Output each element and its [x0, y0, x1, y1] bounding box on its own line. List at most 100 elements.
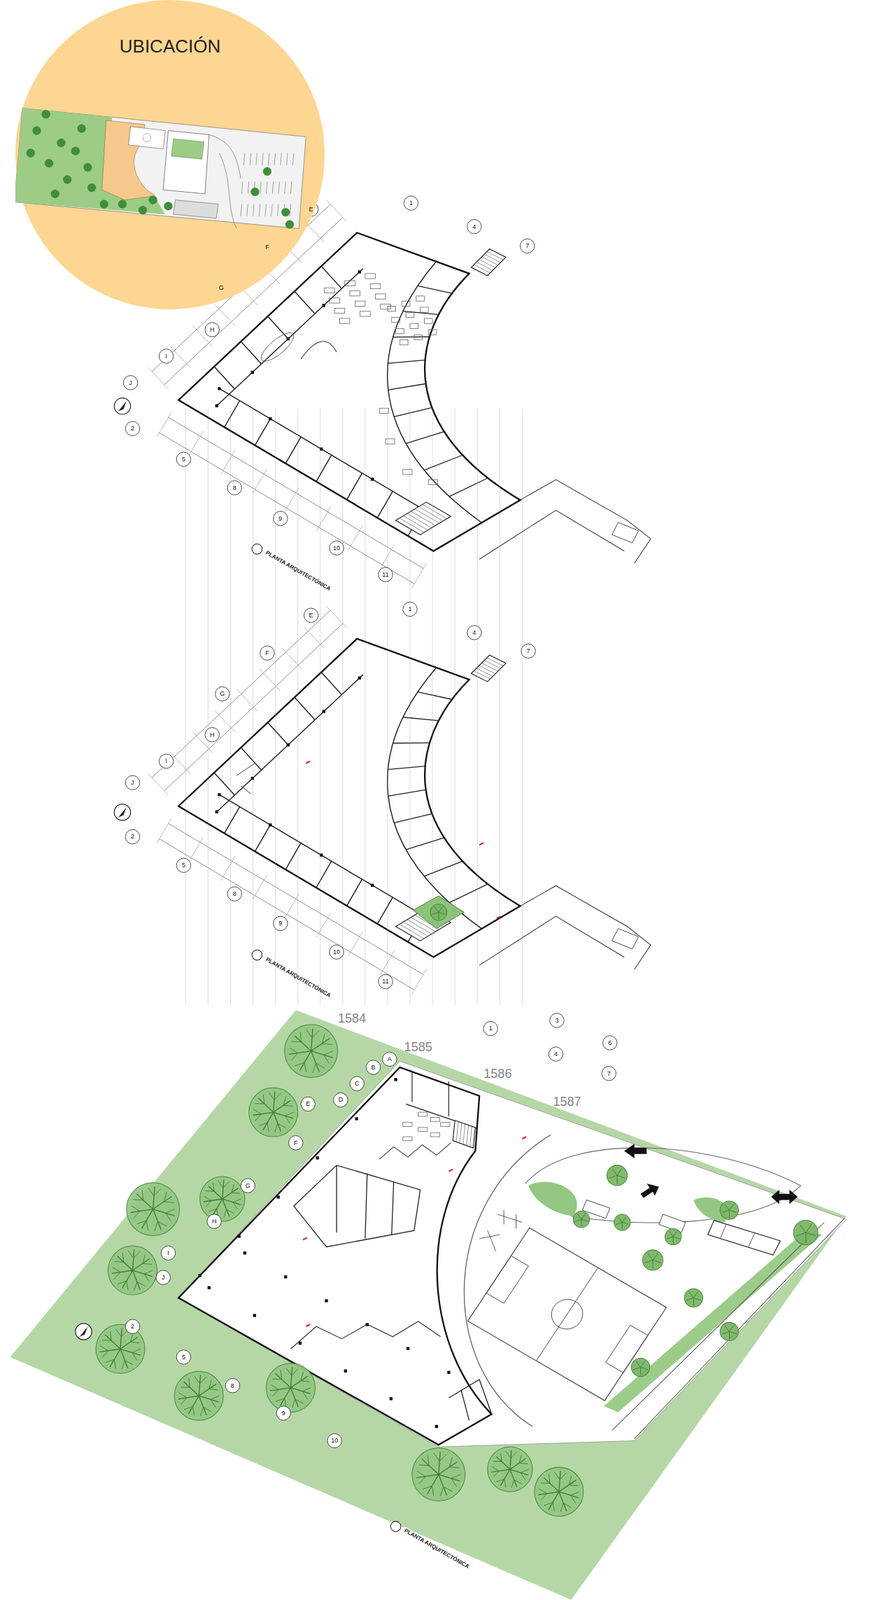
desk: [401, 300, 411, 306]
stair-step: [479, 259, 496, 268]
tree-branch: [316, 1062, 326, 1068]
tree-branch: [311, 1050, 334, 1058]
playground: [479, 1209, 522, 1251]
tree-branch: [504, 1478, 506, 1487]
grid-axis-label: J: [128, 379, 133, 386]
north-arrow: [114, 398, 131, 415]
desk: [324, 287, 336, 293]
door-line: [236, 763, 255, 795]
tree-branch: [323, 1050, 334, 1056]
grid-axis-label: 4: [472, 629, 476, 636]
stair-outline: [470, 249, 506, 276]
tree-branch: [538, 1491, 559, 1494]
grid-axis-label: 1: [409, 200, 413, 207]
grid-bubble: [548, 1046, 563, 1061]
column: [215, 404, 219, 408]
walkway-box: [612, 521, 639, 543]
stair-step: [422, 504, 448, 519]
north-arrow: [114, 803, 131, 821]
tree-branch: [128, 1250, 134, 1259]
desk: [420, 307, 429, 313]
column: [365, 1322, 369, 1326]
tree-branch: [438, 1474, 448, 1496]
tree-branch: [283, 1104, 293, 1106]
tree-symbol: [534, 1466, 584, 1516]
tree-branch: [132, 1248, 135, 1270]
interior-wall: [448, 1379, 492, 1420]
stair-step: [403, 515, 429, 530]
tree-symbol: [631, 1357, 650, 1376]
room-partition: [240, 341, 261, 364]
tree-branch: [644, 1259, 653, 1263]
gate-line: [719, 1223, 727, 1238]
grid-bubble: [382, 1051, 397, 1066]
grid-bubble: [349, 1076, 364, 1091]
grid-axis-label: E: [309, 612, 314, 619]
grid-axis-label: 10: [330, 1437, 338, 1444]
dimension-tick: [147, 773, 168, 795]
column: [315, 1155, 319, 1159]
tree-branch: [568, 1484, 578, 1486]
column: [370, 883, 374, 887]
tree-branch: [538, 1488, 547, 1494]
grid-axis-label: G: [219, 690, 225, 697]
column: [251, 776, 254, 780]
stair-step: [479, 665, 496, 674]
tree-branch: [540, 1481, 550, 1484]
tree-symbol: [200, 1176, 245, 1221]
column: [217, 792, 221, 796]
tree-symbol: [684, 1288, 703, 1307]
room-partition: [403, 717, 439, 721]
column: [435, 1424, 438, 1428]
tree-branch: [120, 1327, 122, 1349]
column: [344, 1369, 348, 1373]
tree-branch: [438, 1451, 441, 1474]
grid-bubble: [176, 857, 191, 872]
tree-branch: [163, 1201, 174, 1203]
tree-branch: [580, 1218, 582, 1226]
grid-bubble: [288, 1135, 303, 1150]
grid-bubble: [601, 1065, 616, 1080]
grid-bubble: [329, 944, 344, 959]
tree-branch: [434, 906, 439, 912]
grid-bubble: [260, 645, 275, 660]
tree-branch: [198, 1395, 219, 1402]
dimension-tick: [252, 468, 267, 494]
tree-branch: [222, 1188, 239, 1199]
tree-branch: [203, 1407, 213, 1412]
site-court: [163, 130, 210, 194]
stair-step: [484, 659, 501, 669]
tree-branch: [226, 1209, 235, 1214]
tree-branch: [114, 1272, 121, 1280]
room-partition: [424, 454, 463, 470]
room-partition: [267, 722, 289, 745]
tree-crown: [430, 903, 447, 921]
tree-crown: [614, 1213, 631, 1231]
tree-branch: [640, 1367, 648, 1370]
grid-bubble: [123, 375, 138, 390]
tree-branch: [617, 1167, 623, 1175]
tree-branch: [132, 1210, 140, 1219]
tree-crown: [412, 1447, 466, 1501]
tree-branch: [284, 1111, 294, 1116]
grid-bubble: [378, 567, 393, 582]
grid-bubble: [467, 219, 482, 234]
tree-branch: [255, 1102, 265, 1105]
tree-branch: [273, 1099, 292, 1112]
tree-branch: [433, 1452, 440, 1461]
tree-branch: [640, 1360, 645, 1367]
dimension-tick: [304, 626, 325, 649]
stair-step: [463, 1123, 466, 1144]
tree-branch: [284, 1115, 290, 1123]
grid-bubble: [483, 1020, 498, 1035]
site-tree: [164, 202, 173, 211]
tree-branch: [132, 1269, 153, 1277]
location-heading: UBICACIÓN: [15, 36, 325, 57]
room-partition: [388, 789, 427, 796]
tree-symbol: [126, 1182, 180, 1236]
tree-branch: [581, 1218, 588, 1221]
table: [418, 1127, 428, 1132]
tree-branch: [146, 1220, 149, 1231]
tree-branch: [136, 1193, 154, 1210]
tree-branch: [519, 1454, 522, 1464]
